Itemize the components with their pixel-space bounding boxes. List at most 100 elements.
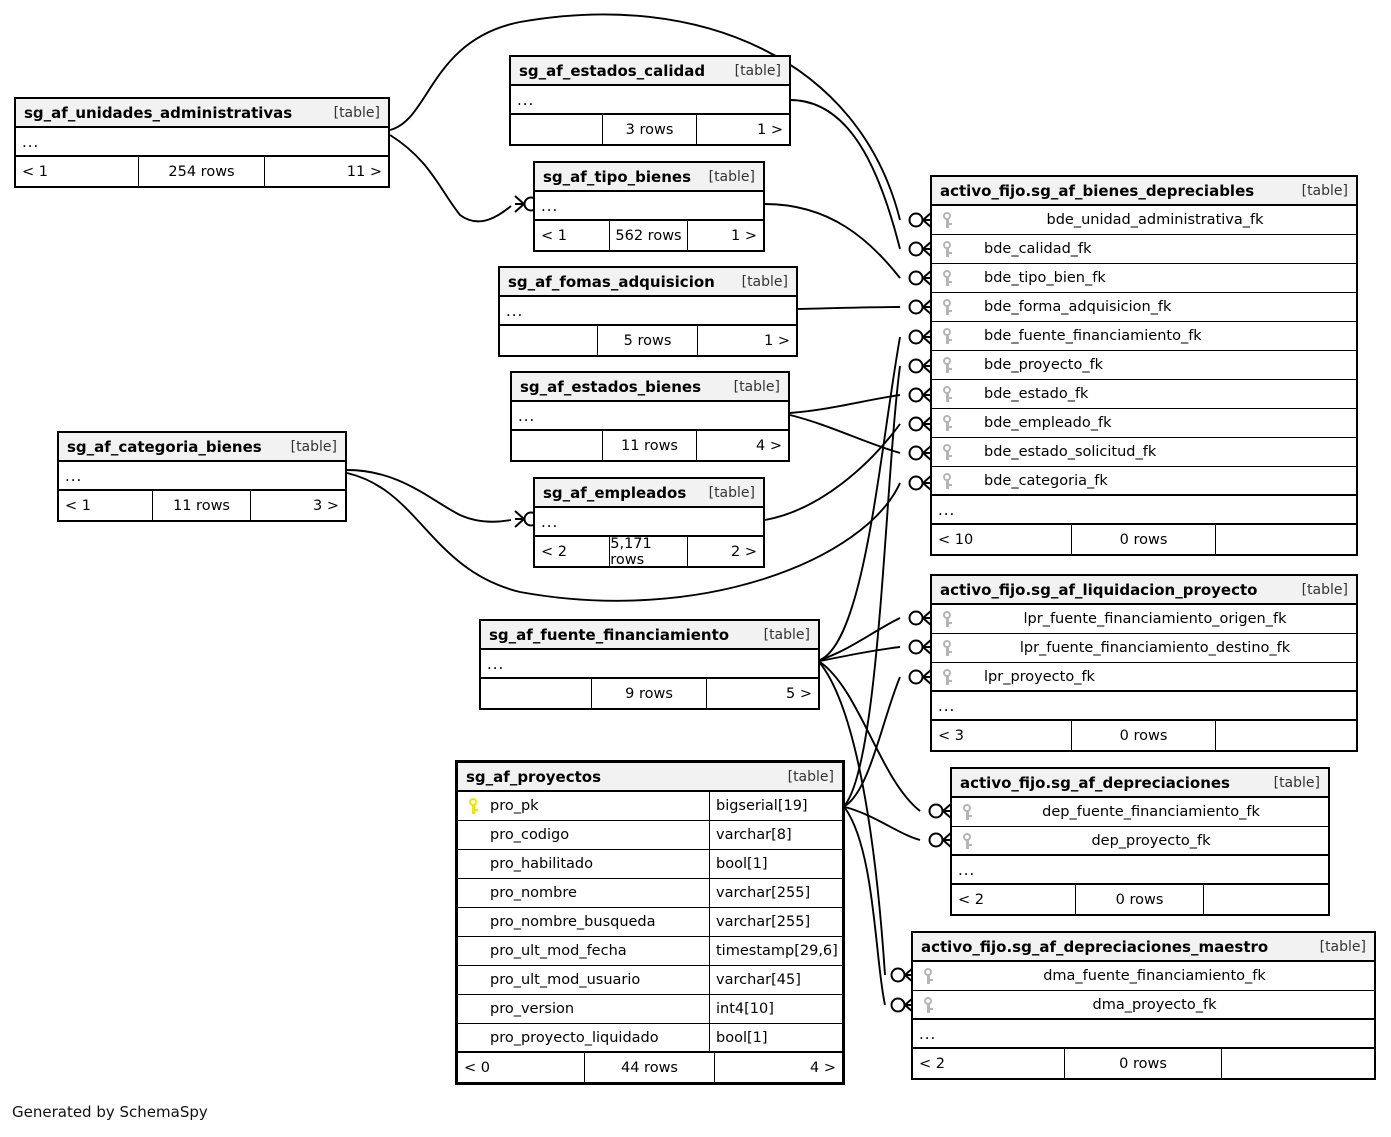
foreign-key-icon bbox=[941, 386, 954, 402]
column-list: dma_fuente_financiamiento_fk dma_proyect… bbox=[913, 962, 1374, 1020]
collapsed-columns-indicator[interactable]: ... bbox=[952, 856, 1328, 885]
table-row[interactable]: pro_ult_mod_usuario varchar[45] bbox=[458, 966, 842, 995]
table-row[interactable]: bde_unidad_administrativa_fk bbox=[932, 206, 1356, 235]
child-count: 4 > bbox=[810, 1059, 836, 1076]
parent-count bbox=[481, 679, 593, 708]
table-row[interactable]: lpr_fuente_financiamiento_destino_fk bbox=[932, 634, 1356, 663]
collapsed-columns-indicator[interactable]: ... bbox=[535, 192, 763, 221]
table-sg-af-fuente-financiamiento[interactable]: sg_af_fuente_financiamiento [table] ... … bbox=[479, 619, 820, 710]
table-sg-af-unidades-administrativas[interactable]: sg_af_unidades_administrativas [table] .… bbox=[14, 97, 390, 188]
table-row[interactable]: pro_nombre_busqueda varchar[255] bbox=[458, 908, 842, 937]
collapsed-columns-indicator[interactable]: ... bbox=[932, 692, 1356, 721]
row-count: 254 rows bbox=[139, 157, 266, 186]
column-type: int4[10] bbox=[716, 1001, 774, 1017]
collapsed-columns-indicator[interactable]: ... bbox=[932, 496, 1356, 525]
foreign-key-icon bbox=[922, 996, 935, 1013]
table-header: sg_af_proyectos [table] bbox=[458, 763, 842, 792]
table-row[interactable]: pro_version int4[10] bbox=[458, 995, 842, 1024]
row-count: 11 rows bbox=[603, 431, 697, 460]
table-sg-af-estados-bienes[interactable]: sg_af_estados_bienes [table] ... 11 rows… bbox=[510, 371, 790, 462]
table-sg-af-empleados[interactable]: sg_af_empleados [table] ... < 2 5,171 ro… bbox=[533, 477, 765, 568]
collapsed-columns-indicator[interactable]: ... bbox=[512, 402, 788, 431]
table-activo-fijo-sg-af-depreciaciones[interactable]: activo_fijo.sg_af_depreciaciones [table]… bbox=[950, 767, 1330, 916]
column-name: bde_unidad_administrativa_fk bbox=[1046, 212, 1264, 228]
child-count: 1 > bbox=[764, 332, 790, 349]
collapsed-columns-indicator[interactable]: ... bbox=[535, 508, 763, 537]
table-row[interactable]: pro_ult_mod_fecha timestamp[29,6] bbox=[458, 937, 842, 966]
table-row[interactable]: pro_habilitado bool[1] bbox=[458, 850, 842, 879]
column-name: bde_estado_fk bbox=[984, 386, 1089, 402]
column-name: lpr_fuente_financiamiento_origen_fk bbox=[1023, 611, 1287, 627]
table-row[interactable]: bde_empleado_fk bbox=[932, 409, 1356, 438]
table-sg-af-categoria-bienes[interactable]: sg_af_categoria_bienes [table] ... < 1 1… bbox=[57, 431, 347, 522]
table-row[interactable]: bde_categoria_fk bbox=[932, 467, 1356, 496]
child-count: 2 > bbox=[731, 543, 757, 560]
collapsed-columns-indicator[interactable]: ... bbox=[481, 650, 818, 679]
row-count: 0 rows bbox=[1076, 885, 1204, 914]
child-count: 1 > bbox=[757, 121, 783, 138]
table-activo-fijo-sg-af-bienes-depreciables[interactable]: activo_fijo.sg_af_bienes_depreciables [t… bbox=[930, 175, 1358, 556]
table-row[interactable]: lpr_fuente_financiamiento_origen_fk bbox=[932, 605, 1356, 634]
collapsed-columns-indicator[interactable]: ... bbox=[511, 86, 789, 115]
collapsed-columns-indicator[interactable]: ... bbox=[500, 297, 796, 326]
parent-count: < 1 bbox=[16, 157, 139, 186]
foreign-key-icon bbox=[941, 357, 954, 373]
column-type: varchar[45] bbox=[716, 972, 801, 988]
table-header: activo_fijo.sg_af_bienes_depreciables [t… bbox=[932, 177, 1356, 206]
table-type-tag: [table] bbox=[708, 484, 755, 501]
row-count: 0 rows bbox=[1065, 1049, 1222, 1078]
parent-count: < 3 bbox=[932, 721, 1072, 750]
child-count: 5 > bbox=[786, 685, 812, 702]
column-name: bde_tipo_bien_fk bbox=[984, 270, 1106, 286]
table-row[interactable]: dma_fuente_financiamiento_fk bbox=[913, 962, 1374, 991]
column-name: pro_nombre_busqueda bbox=[490, 914, 656, 930]
collapsed-columns-indicator[interactable]: ... bbox=[913, 1020, 1374, 1049]
foreign-key-icon bbox=[941, 241, 954, 257]
table-header: sg_af_empleados [table] bbox=[535, 479, 763, 508]
table-name: sg_af_estados_calidad bbox=[519, 61, 706, 80]
table-row[interactable]: pro_nombre varchar[255] bbox=[458, 879, 842, 908]
table-type-tag: [table] bbox=[733, 378, 780, 395]
table-row[interactable]: bde_forma_adquisicion_fk bbox=[932, 293, 1356, 322]
table-row[interactable]: bde_proyecto_fk bbox=[932, 351, 1356, 380]
table-row[interactable]: dep_fuente_financiamiento_fk bbox=[952, 798, 1328, 827]
table-name: sg_af_tipo_bienes bbox=[543, 167, 692, 186]
table-row[interactable]: bde_fuente_financiamiento_fk bbox=[932, 322, 1356, 351]
table-row[interactable]: dep_proyecto_fk bbox=[952, 827, 1328, 856]
column-name: bde_forma_adquisicion_fk bbox=[984, 299, 1172, 315]
table-name: activo_fijo.sg_af_depreciaciones_maestro bbox=[921, 937, 1269, 956]
table-type-tag: [table] bbox=[741, 273, 788, 290]
collapsed-columns-indicator[interactable]: ... bbox=[16, 128, 388, 157]
collapsed-columns-indicator[interactable]: ... bbox=[59, 462, 345, 491]
table-row[interactable]: bde_calidad_fk bbox=[932, 235, 1356, 264]
column-type: varchar[8] bbox=[716, 827, 792, 843]
table-footer: < 2 0 rows bbox=[952, 885, 1328, 914]
table-sg-af-tipo-bienes[interactable]: sg_af_tipo_bienes [table] ... < 1 562 ro… bbox=[533, 161, 765, 252]
child-count: 11 > bbox=[346, 163, 382, 180]
table-sg-af-fomas-adquisicion[interactable]: sg_af_fomas_adquisicion [table] ... 5 ro… bbox=[498, 266, 798, 357]
row-count: 44 rows bbox=[585, 1053, 716, 1082]
table-row[interactable]: dma_proyecto_fk bbox=[913, 991, 1374, 1020]
table-activo-fijo-sg-af-liquidacion-proyecto[interactable]: activo_fijo.sg_af_liquidacion_proyecto [… bbox=[930, 574, 1358, 752]
table-row[interactable]: bde_tipo_bien_fk bbox=[932, 264, 1356, 293]
parent-count: < 2 bbox=[952, 885, 1077, 914]
table-row[interactable]: lpr_proyecto_fk bbox=[932, 663, 1356, 692]
table-row[interactable]: bde_estado_solicitud_fk bbox=[932, 438, 1356, 467]
table-footer: < 0 44 rows 4 > bbox=[458, 1053, 842, 1082]
column-list: dep_fuente_financiamiento_fk dep_proyect… bbox=[952, 798, 1328, 856]
row-count: 5,171 rows bbox=[610, 536, 688, 568]
parent-count: < 1 bbox=[535, 221, 611, 250]
table-row[interactable]: pro_pk bigserial[19] bbox=[458, 792, 842, 821]
column-name: dep_proyecto_fk bbox=[1091, 832, 1211, 849]
table-row[interactable]: bde_estado_fk bbox=[932, 380, 1356, 409]
column-list: pro_pk bigserial[19] pro_codigo varchar[… bbox=[458, 792, 842, 1053]
table-sg-af-proyectos[interactable]: sg_af_proyectos [table] pro_pk bigserial… bbox=[455, 760, 845, 1085]
table-type-tag: [table] bbox=[734, 62, 781, 79]
table-row[interactable]: pro_proyecto_liquidado bool[1] bbox=[458, 1024, 842, 1053]
table-activo-fijo-sg-af-depreciaciones-maestro[interactable]: activo_fijo.sg_af_depreciaciones_maestro… bbox=[911, 931, 1376, 1080]
table-row[interactable]: pro_codigo varchar[8] bbox=[458, 821, 842, 850]
column-name: bde_calidad_fk bbox=[984, 241, 1092, 257]
table-sg-af-estados-calidad[interactable]: sg_af_estados_calidad [table] ... 3 rows… bbox=[509, 55, 791, 146]
column-name: pro_proyecto_liquidado bbox=[490, 1029, 659, 1046]
column-name: dep_fuente_financiamiento_fk bbox=[1042, 804, 1260, 820]
